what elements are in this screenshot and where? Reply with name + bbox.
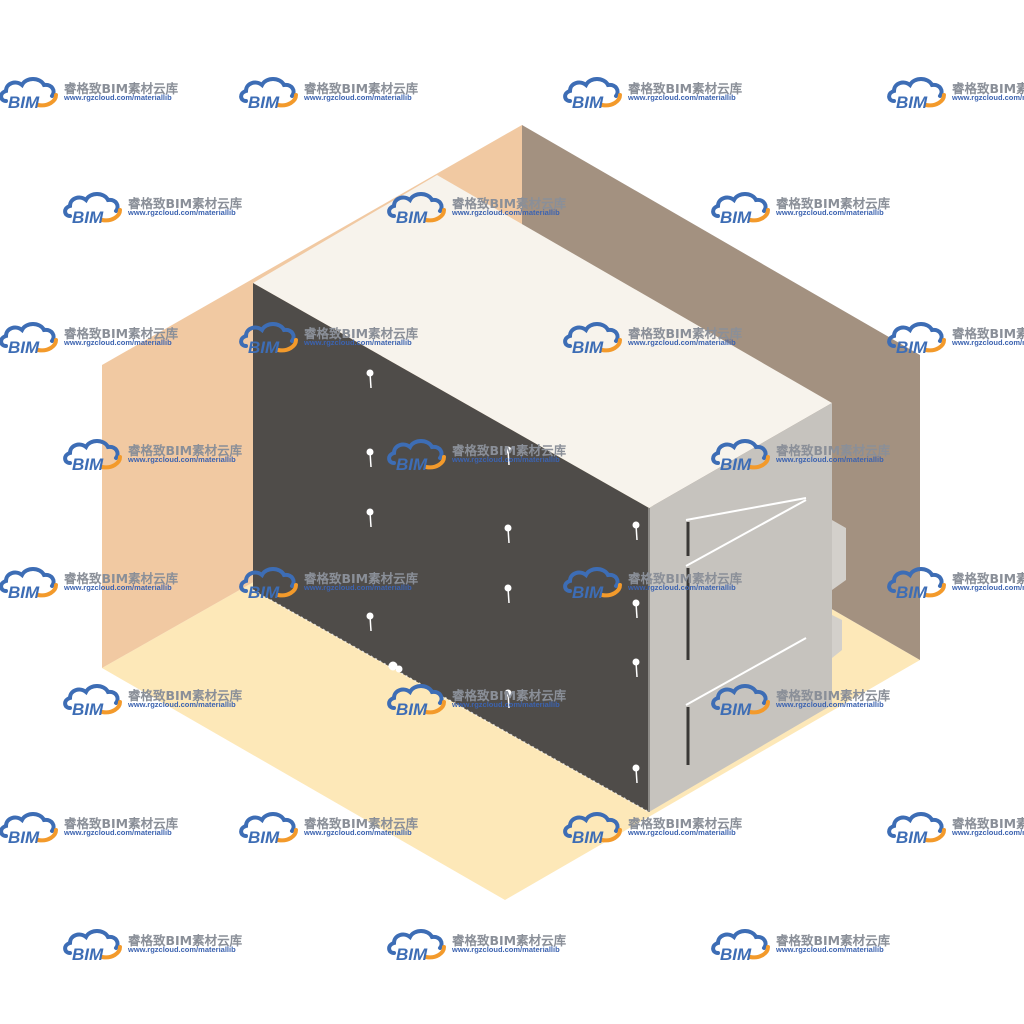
side-drawer-seam [685,637,807,706]
drawer-handle-icon[interactable] [504,446,512,466]
drawer-handle-icon[interactable] [632,658,640,678]
cabinet-front [253,283,649,812]
drawer-handle-icon[interactable] [366,369,374,389]
drawer-handle-icon[interactable] [504,584,512,604]
side-drawer-seam [685,499,807,567]
drawer-handle-icon[interactable] [504,689,512,709]
drawer-handle-icon[interactable] [388,661,403,673]
cabinet-side-panel [832,520,846,590]
cabinet-base-edge [252,589,650,813]
drawer-handle-icon[interactable] [366,612,374,632]
cabinet-top [253,175,832,508]
side-drawer-seam [685,497,807,521]
drawer-handle-icon[interactable] [504,524,512,544]
drawer-handle-icon[interactable] [632,764,640,784]
cabinet-side [649,403,832,812]
drawer-handle-icon[interactable] [366,448,374,468]
drawer-handle-icon[interactable] [632,599,640,619]
cabinet-side-panel [832,615,842,658]
drawer-handle-icon[interactable] [632,521,640,541]
drawer-handle-icon[interactable] [366,508,374,528]
drawer-handles [366,369,640,784]
